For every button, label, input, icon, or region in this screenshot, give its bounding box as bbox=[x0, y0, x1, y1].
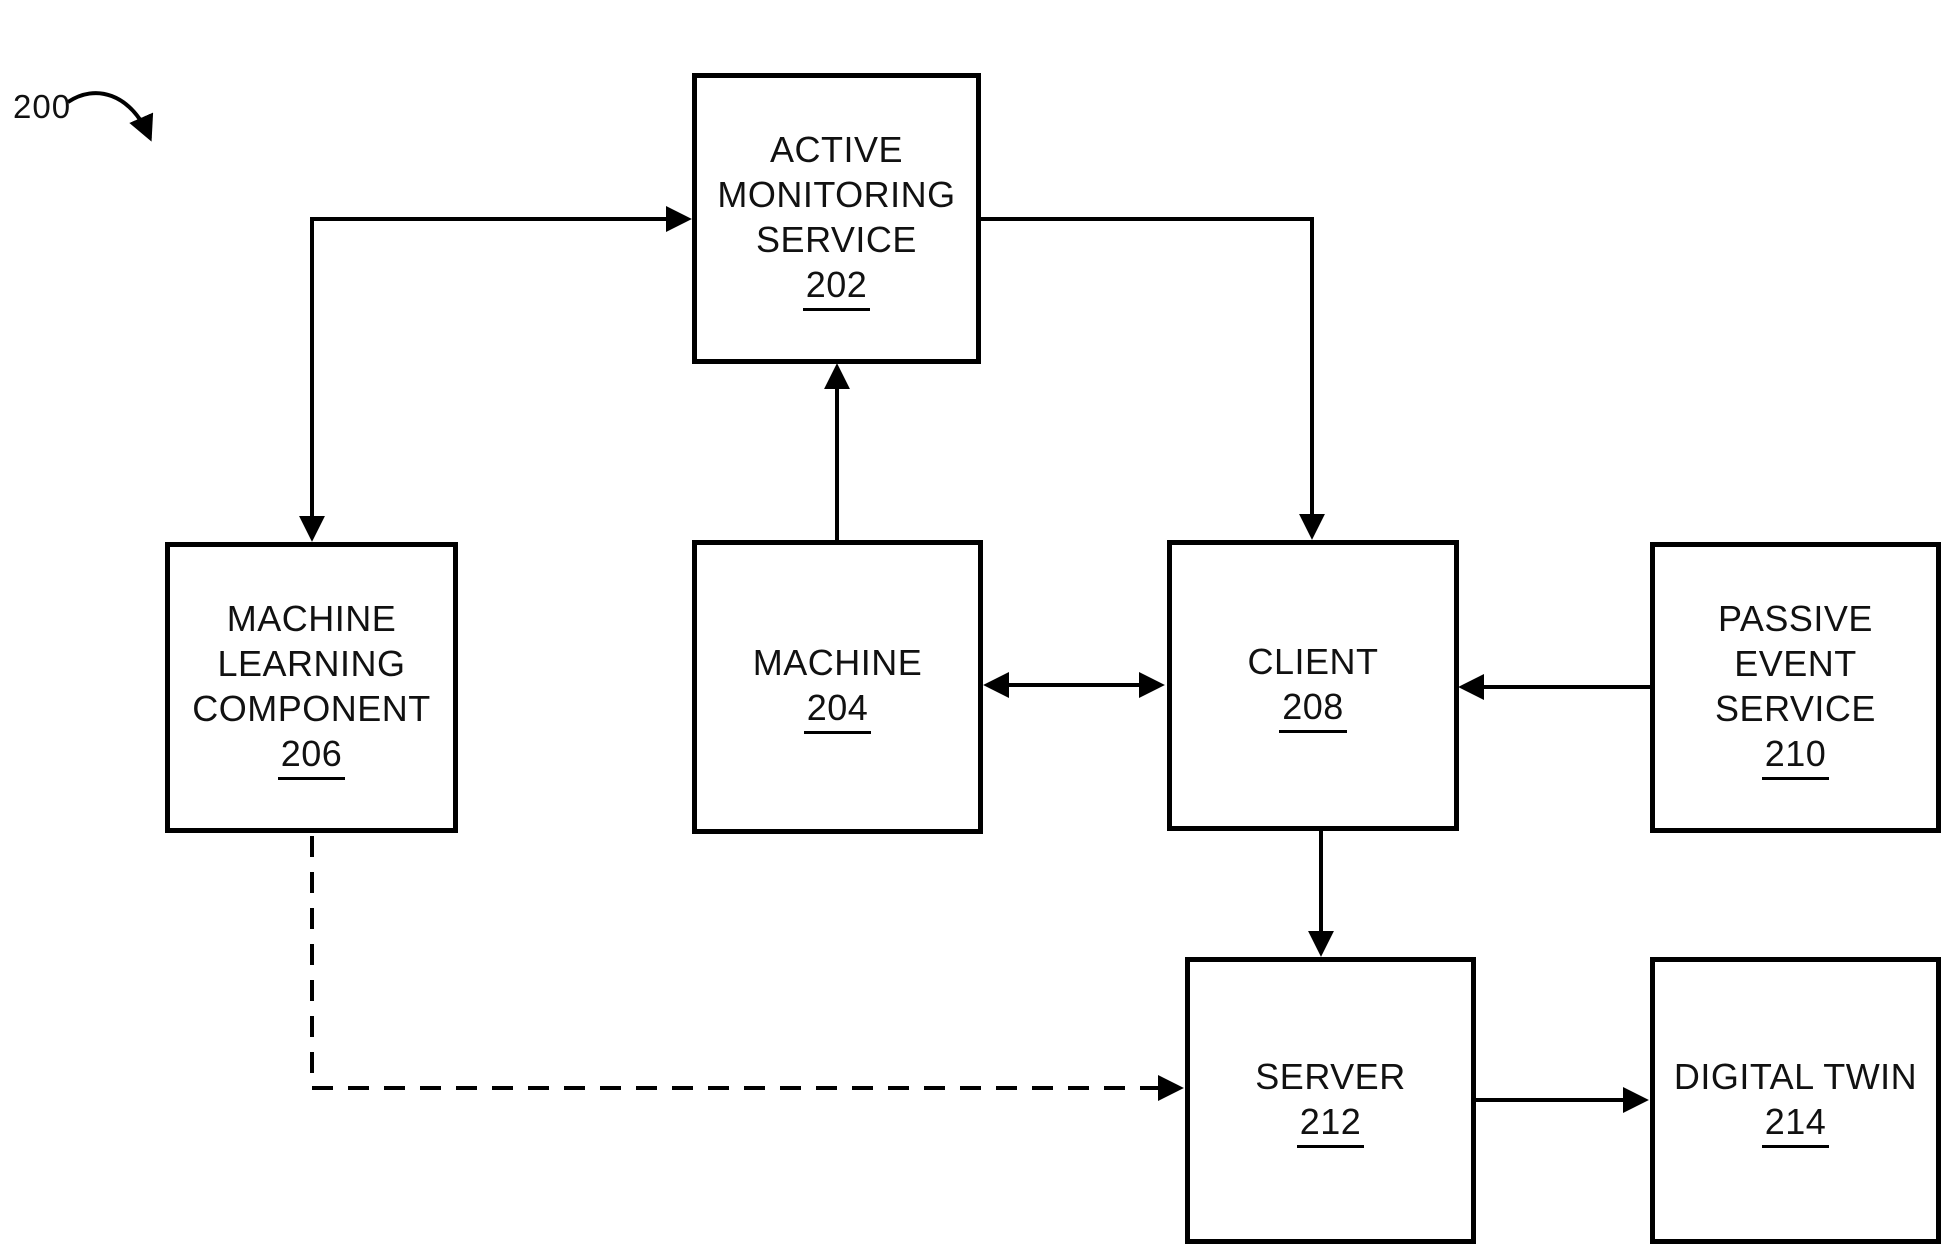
box-digital-twin: DIGITAL TWIN 214 bbox=[1650, 957, 1941, 1244]
box-label: MACHINE 204 bbox=[753, 640, 923, 734]
box-title-line: SERVICE bbox=[1715, 687, 1876, 729]
box-ref-number: 210 bbox=[1761, 731, 1830, 780]
box-title-line: COMPONENT bbox=[192, 687, 431, 729]
box-number-line: 204 bbox=[753, 685, 923, 734]
box-client: CLIENT 208 bbox=[1167, 540, 1459, 831]
box-server: SERVER 212 bbox=[1185, 957, 1476, 1244]
box-ref-number: 208 bbox=[1279, 684, 1347, 733]
connector-ams-to-client bbox=[980, 217, 1325, 540]
box-label: MACHINE LEARNING COMPONENT 206 bbox=[192, 596, 431, 780]
box-number-line: 214 bbox=[1674, 1099, 1917, 1148]
box-ref-number: 214 bbox=[1761, 1099, 1830, 1148]
box-machine-learning-component: MACHINE LEARNING COMPONENT 206 bbox=[165, 542, 458, 833]
box-number-line: 202 bbox=[717, 262, 955, 311]
box-machine: MACHINE 204 bbox=[692, 540, 983, 834]
box-title-line: CLIENT bbox=[1247, 640, 1379, 682]
box-title-line: MACHINE bbox=[226, 597, 397, 639]
box-label: CLIENT 208 bbox=[1247, 639, 1378, 733]
box-ref-number: 212 bbox=[1296, 1099, 1365, 1148]
box-number-line: 210 bbox=[1655, 731, 1936, 780]
box-number-line: 208 bbox=[1247, 684, 1378, 733]
box-ref-number: 206 bbox=[277, 731, 346, 780]
box-label: ACTIVE MONITORING SERVICE 202 bbox=[717, 127, 955, 311]
box-number-line: 212 bbox=[1255, 1099, 1405, 1148]
box-ref-number: 202 bbox=[802, 262, 871, 311]
box-title-line: MONITORING bbox=[717, 173, 956, 215]
figure-ref-arrow bbox=[66, 91, 154, 142]
box-title-line: SERVICE bbox=[756, 218, 917, 260]
box-title-line: SERVER bbox=[1255, 1055, 1406, 1097]
box-passive-event-service: PASSIVE EVENT SERVICE 210 bbox=[1650, 542, 1941, 833]
box-title-line: ACTIVE bbox=[769, 128, 904, 170]
figure-ref-label: 200 bbox=[13, 88, 72, 125]
box-number-line: 206 bbox=[192, 731, 431, 780]
box-title-line: MACHINE bbox=[752, 642, 923, 683]
connector-mlc-to-server-dashed bbox=[310, 836, 1184, 1101]
box-title-line: DIGITAL TWIN bbox=[1673, 1055, 1918, 1097]
box-label: SERVER 212 bbox=[1255, 1054, 1405, 1148]
box-title-line: LEARNING bbox=[217, 642, 406, 684]
box-ref-number: 204 bbox=[803, 685, 872, 734]
box-active-monitoring-service: ACTIVE MONITORING SERVICE 202 bbox=[692, 73, 981, 364]
box-label: DIGITAL TWIN 214 bbox=[1674, 1054, 1917, 1148]
box-label: PASSIVE EVENT SERVICE 210 bbox=[1655, 596, 1936, 780]
box-title-line: PASSIVE EVENT bbox=[1718, 597, 1873, 684]
